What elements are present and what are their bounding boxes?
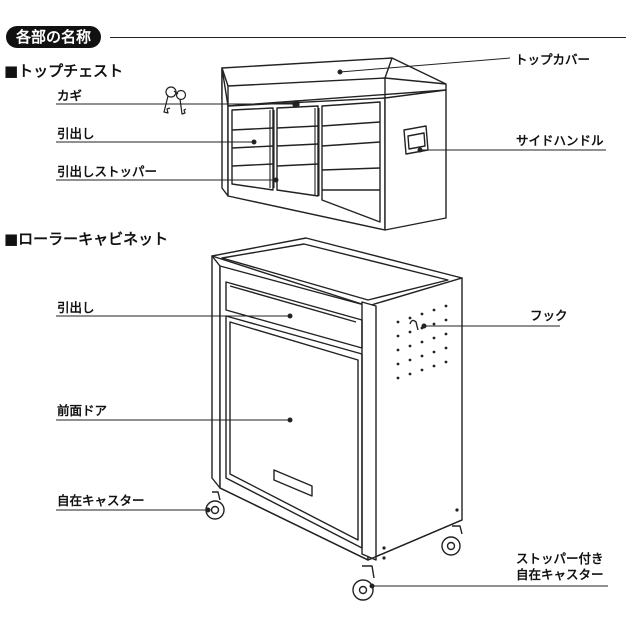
section-header-title: 各部の名称	[6, 26, 102, 48]
hook-illustration	[409, 319, 419, 331]
section-top-chest: ■トップチェスト	[4, 62, 124, 80]
label-drawer-stopper: 引出しストッパー	[57, 164, 158, 179]
label-hook: フック	[530, 308, 568, 323]
label-caster: 自在キャスター	[57, 493, 145, 508]
key-illustration	[163, 86, 187, 115]
header-rule	[110, 37, 626, 38]
label-top-cover: トップカバー	[515, 52, 591, 67]
label-stopper-caster-line1: ストッパー付き	[516, 551, 604, 566]
leader-lines	[56, 57, 608, 589]
label-key: カギ	[57, 88, 83, 103]
pegboard-holes	[382, 304, 459, 560]
label-front-door: 前面ドア	[57, 403, 108, 418]
label-chest-drawer: 引出し	[57, 126, 95, 141]
label-stopper-caster-line2: 自在キャスター	[516, 567, 604, 582]
top-chest-illustration	[221, 57, 447, 231]
section-roller-cabinet: ■ローラーキャビネット	[4, 230, 169, 248]
label-side-handle: サイドハンドル	[516, 133, 604, 148]
label-cabinet-drawer: 引出し	[57, 300, 95, 315]
roller-cabinet-illustration	[205, 237, 463, 601]
